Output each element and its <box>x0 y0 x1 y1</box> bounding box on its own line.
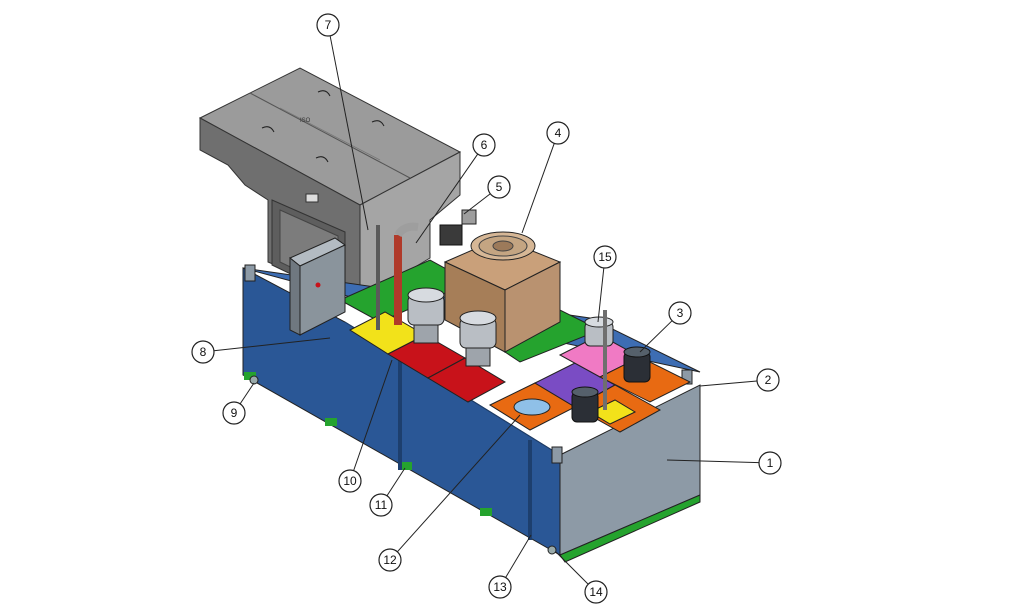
callout-label-3: 3 <box>677 306 684 320</box>
callout-balloon-5 <box>487 175 511 199</box>
compartments <box>338 259 692 433</box>
callout-balloon-3 <box>668 301 692 325</box>
callout-leader-9 <box>239 382 255 405</box>
callout-balloon-11 <box>369 493 393 517</box>
callout-balloon-9 <box>222 401 246 425</box>
return-pipe <box>394 222 419 325</box>
callout-leader-4 <box>521 143 555 234</box>
callout-label-4: 4 <box>555 126 562 140</box>
callout-balloon-2 <box>756 368 780 392</box>
callout-leader-10 <box>353 359 393 471</box>
callout-balloon-13 <box>488 575 512 599</box>
callout-leader-12 <box>396 414 521 553</box>
drain-plug <box>249 375 259 385</box>
callout-label-14: 14 <box>589 585 603 599</box>
callout-label-7: 7 <box>325 18 332 32</box>
callout-label-1: 1 <box>767 456 774 470</box>
foot <box>480 508 492 516</box>
lifting-lug <box>551 446 563 464</box>
pump-motor-pink <box>584 316 614 347</box>
callout-leader-14 <box>555 551 589 585</box>
red-compartment <box>426 357 507 403</box>
callout-label-6: 6 <box>481 138 488 152</box>
lifting-lug <box>244 264 256 282</box>
callout-leader-5 <box>463 193 491 215</box>
foot <box>400 462 412 470</box>
callout-balloon-8 <box>191 340 215 364</box>
callout-leader-1 <box>666 459 760 464</box>
callout-balloon-4 <box>546 121 570 145</box>
callout-label-11: 11 <box>375 498 388 512</box>
callout-label-9: 9 <box>231 406 238 420</box>
callout-balloon-1 <box>758 451 782 475</box>
callout-label-12: 12 <box>383 553 397 567</box>
callout-leader-15 <box>597 267 605 323</box>
callout-balloon-10 <box>338 469 362 493</box>
callout-leader-7 <box>329 35 369 231</box>
callout-balloon-6 <box>472 133 496 157</box>
foot <box>244 372 256 380</box>
callout-leader-2 <box>699 380 758 387</box>
callout-balloon-7 <box>316 13 340 37</box>
foot <box>325 418 337 426</box>
control-box <box>289 237 346 336</box>
callout-leader-11 <box>386 467 406 497</box>
callout-balloon-15 <box>593 245 617 269</box>
callout-label-5: 5 <box>496 180 503 194</box>
pump-motor <box>407 287 445 344</box>
oil-cooler <box>443 231 562 353</box>
callout-label-15: 15 <box>598 250 612 264</box>
pump-motor <box>571 386 599 423</box>
callout-balloon-12 <box>378 548 402 572</box>
drain-plug <box>547 545 557 555</box>
callout-label-10: 10 <box>343 474 357 488</box>
callout-balloon-14 <box>584 580 608 604</box>
hood-marking: ISO <box>300 118 311 124</box>
callout-leader-6 <box>415 153 479 244</box>
callout-leader-13 <box>505 534 532 578</box>
pump-motor-purple <box>623 346 651 383</box>
callout-leader-8 <box>213 337 331 352</box>
callout-label-13: 13 <box>493 580 507 594</box>
callout-leader-3 <box>639 320 673 353</box>
callout-label-2: 2 <box>765 373 772 387</box>
pump-motor <box>459 310 497 367</box>
callout-label-8: 8 <box>200 345 207 359</box>
valve <box>439 209 477 246</box>
